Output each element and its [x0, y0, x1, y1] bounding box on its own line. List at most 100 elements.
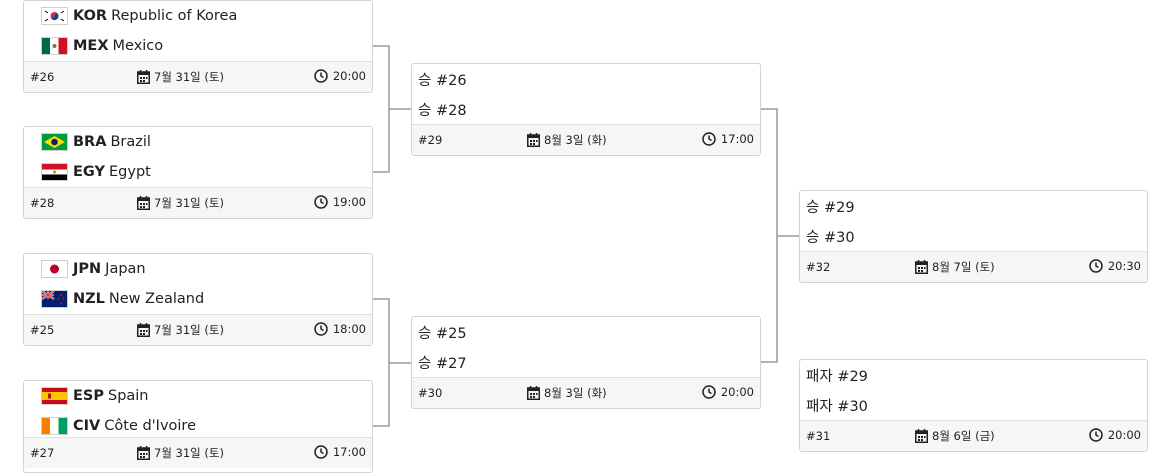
brazil-flag-icon [41, 133, 68, 151]
clock-icon [1089, 428, 1103, 442]
team-name: Côte d'Ivoire [104, 418, 196, 434]
match-footer: #30 8월 3일 (화) 20:00 [412, 377, 760, 408]
date-text: 8월 3일 (화) [544, 133, 607, 147]
match-footer: #32 8월 7일 (토) 20:30 [800, 251, 1147, 282]
slot-row: 패자 #29 [800, 360, 1147, 390]
match-time: 18:00 [314, 322, 366, 336]
date-text: 8월 6일 (금) [932, 429, 995, 443]
match-date: 8월 6일 (금) [915, 428, 995, 444]
match-card-31[interactable]: 패자 #29 패자 #30 #31 8월 6일 (금) 20:00 [799, 359, 1148, 452]
new-zealand-flag-icon [41, 290, 68, 308]
calendar-icon [137, 446, 150, 460]
team-code: EGY [73, 164, 105, 180]
slot-label: 승 #29 [806, 199, 855, 216]
match-time: 20:30 [1089, 259, 1141, 273]
clock-icon [314, 195, 328, 209]
match-time: 19:00 [314, 195, 366, 209]
match-number: #32 [806, 260, 831, 274]
match-date: 8월 7일 (토) [915, 259, 995, 275]
match-card-28[interactable]: BRA Brazil EGY Egypt #28 7월 31일 (토) 19:0… [23, 126, 373, 219]
match-card-32[interactable]: 승 #29 승 #30 #32 8월 7일 (토) 20:30 [799, 190, 1148, 283]
slot-row: 승 #26 [412, 64, 760, 94]
team-name: Japan [105, 261, 146, 277]
time-text: 17:00 [720, 132, 754, 146]
match-time: 17:00 [702, 132, 754, 146]
slot-label: 패자 #30 [806, 398, 868, 415]
slot-label: 승 #30 [806, 229, 855, 246]
team-code: NZL [73, 291, 105, 307]
match-card-29[interactable]: 승 #26 승 #28 #29 8월 3일 (화) 17:00 [411, 63, 761, 156]
team-name: Egypt [109, 164, 151, 180]
match-number: #27 [30, 446, 55, 460]
team-name: New Zealand [108, 291, 205, 307]
date-text: 7월 31일 (토) [154, 446, 224, 460]
calendar-icon [527, 133, 540, 147]
calendar-icon [137, 196, 150, 210]
egypt-flag-icon [41, 163, 68, 181]
match-date: 8월 3일 (화) [527, 385, 607, 401]
team-name: Spain [107, 388, 149, 404]
time-text: 19:00 [332, 195, 366, 209]
time-text: 20:30 [1107, 259, 1141, 273]
date-text: 7월 31일 (토) [154, 196, 224, 210]
calendar-icon [915, 260, 928, 274]
match-number: #28 [30, 196, 55, 210]
team-row: NZL New Zealand [24, 284, 372, 314]
slot-label: 승 #28 [418, 102, 467, 119]
match-footer: #27 7월 31일 (토) 17:00 [24, 437, 372, 468]
date-text: 7월 31일 (토) [154, 323, 224, 337]
ivory-coast-flag-icon [41, 417, 68, 435]
match-time: 20:00 [314, 69, 366, 83]
match-footer: #28 7월 31일 (토) 19:00 [24, 187, 372, 218]
clock-icon [314, 445, 328, 459]
slot-row: 승 #27 [412, 347, 760, 377]
clock-icon [702, 385, 716, 399]
team-name: Mexico [112, 38, 164, 54]
slot-row: 승 #30 [800, 221, 1147, 251]
team-code: KOR [73, 8, 108, 24]
clock-icon [314, 69, 328, 83]
clock-icon [314, 322, 328, 336]
mexico-flag-icon [41, 37, 68, 55]
clock-icon [702, 132, 716, 146]
clock-icon [1089, 259, 1103, 273]
date-text: 8월 7일 (토) [932, 260, 995, 274]
team-row: BRA Brazil [24, 127, 372, 157]
team-name: Republic of Korea [111, 8, 238, 24]
match-card-26[interactable]: KOR Republic of Korea MEX Mexico #26 7월 … [23, 0, 373, 93]
time-text: 18:00 [332, 322, 366, 336]
match-card-25[interactable]: JPN Japan NZL New Zealand #25 7월 31일 (토)… [23, 253, 373, 346]
match-date: 7월 31일 (토) [137, 69, 224, 85]
match-date: 7월 31일 (토) [137, 195, 224, 211]
slot-row: 패자 #30 [800, 390, 1147, 420]
korea-flag-icon [41, 7, 68, 25]
match-footer: #31 8월 6일 (금) 20:00 [800, 420, 1147, 451]
calendar-icon [527, 386, 540, 400]
team-row: JPN Japan [24, 254, 372, 284]
team-code: CIV [73, 418, 101, 434]
match-card-27[interactable]: ESP Spain CIV Côte d'Ivoire #27 7월 31일 (… [23, 380, 373, 473]
match-time: 20:00 [1089, 428, 1141, 442]
calendar-icon [915, 429, 928, 443]
match-number: #30 [418, 386, 443, 400]
match-time: 20:00 [702, 385, 754, 399]
match-number: #31 [806, 429, 831, 443]
match-footer: #26 7월 31일 (토) 20:00 [24, 61, 372, 92]
team-row: EGY Egypt [24, 157, 372, 187]
team-row: ESP Spain [24, 381, 372, 411]
match-footer: #25 7월 31일 (토) 18:00 [24, 314, 372, 345]
time-text: 20:00 [720, 385, 754, 399]
slot-label: 승 #27 [418, 355, 467, 372]
date-text: 8월 3일 (화) [544, 386, 607, 400]
match-card-30[interactable]: 승 #25 승 #27 #30 8월 3일 (화) 20:00 [411, 316, 761, 409]
calendar-icon [137, 70, 150, 84]
japan-flag-icon [41, 260, 68, 278]
match-number: #25 [30, 323, 55, 337]
match-number: #29 [418, 133, 443, 147]
match-date: 8월 3일 (화) [527, 132, 607, 148]
match-footer: #29 8월 3일 (화) 17:00 [412, 124, 760, 155]
slot-label: 패자 #29 [806, 368, 868, 385]
team-code: BRA [73, 134, 107, 150]
team-row: CIV Côte d'Ivoire [24, 411, 372, 441]
slot-label: 승 #25 [418, 325, 467, 342]
